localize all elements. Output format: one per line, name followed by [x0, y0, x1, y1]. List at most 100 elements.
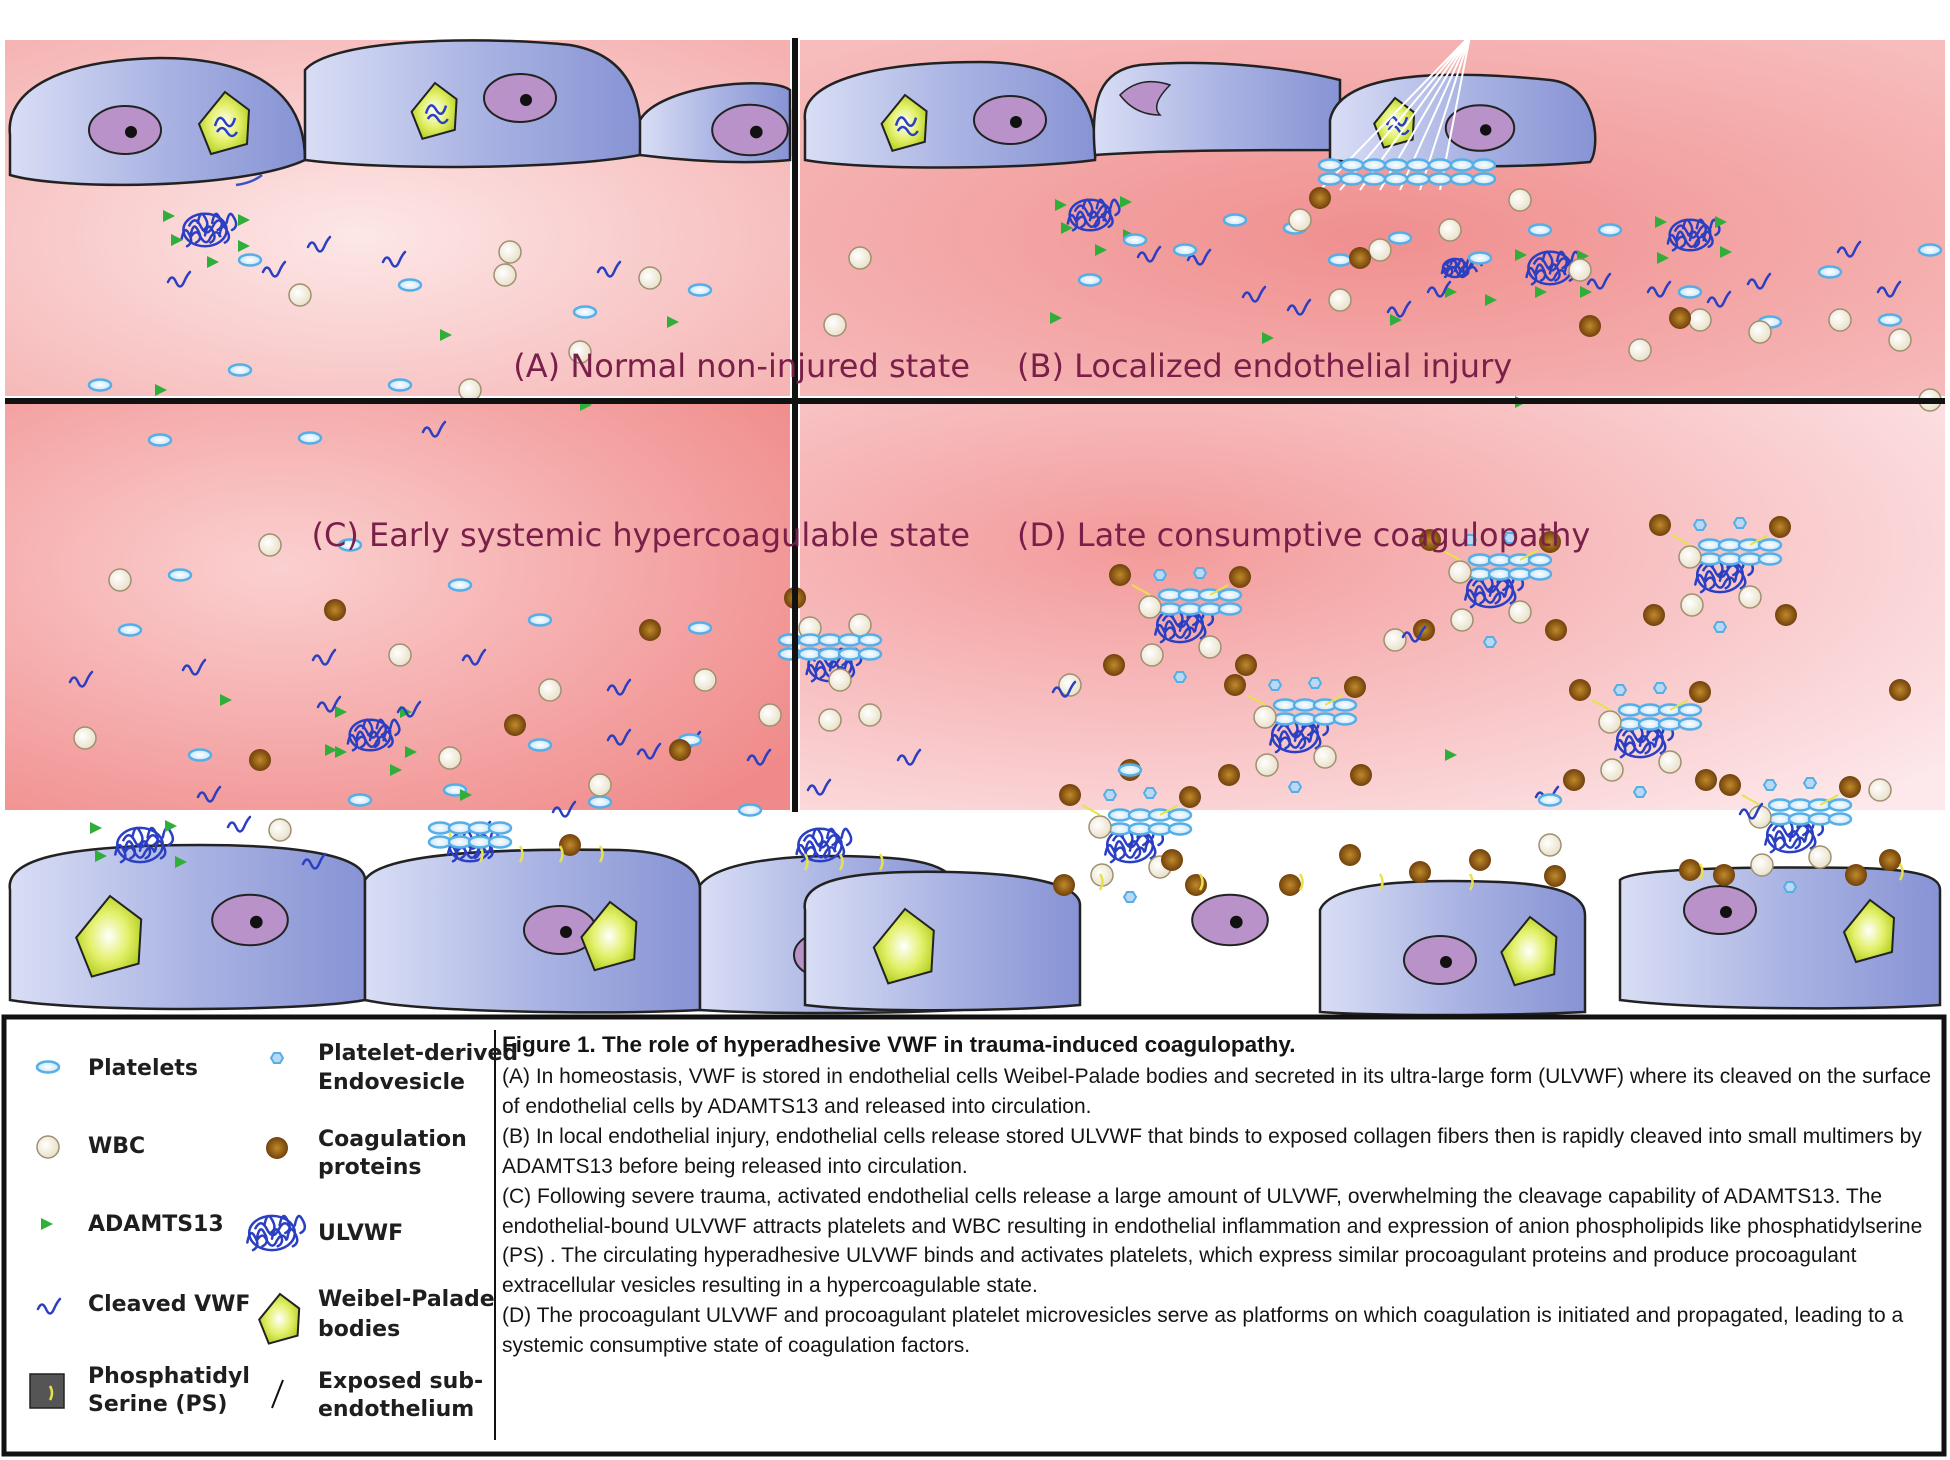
- coagulation-protein: [1563, 769, 1585, 791]
- platelet: [1717, 552, 1743, 566]
- coagulation-protein: [1179, 786, 1201, 808]
- adamts13-marker: [1055, 199, 1067, 211]
- cell-nucleus: [1444, 104, 1516, 152]
- platelet: [1172, 243, 1198, 257]
- endovesicle: [1502, 532, 1518, 544]
- platelet: [1637, 703, 1663, 717]
- endovesicle: [1267, 679, 1283, 691]
- endovesicle: [1692, 519, 1708, 531]
- ulvwf-multimer: [1113, 846, 1146, 859]
- phosphatidylserine: [1159, 804, 1179, 816]
- coagulation-protein: [1279, 874, 1301, 896]
- platelet: [587, 795, 613, 809]
- phosphatidylserine: [838, 853, 844, 871]
- phosphatidylserine: [1198, 873, 1204, 891]
- cleaved-vwf: [261, 260, 287, 278]
- wbc-cell: [1808, 845, 1832, 869]
- phosphatidylserine: [558, 845, 564, 863]
- wbc-cell: [1088, 815, 1112, 839]
- platelet: [1107, 808, 1133, 822]
- cleaved-vwf: [1646, 280, 1672, 298]
- ulvwf-multimer: [1668, 218, 1712, 252]
- wbc-cell: [1288, 208, 1312, 232]
- stored-ulvwf: [894, 116, 919, 137]
- wbc-cell: [1738, 585, 1762, 609]
- adamts13-marker: [95, 850, 107, 862]
- ulvwf-multimer: [247, 1214, 297, 1252]
- wbc-cell: [268, 818, 292, 842]
- wbc-cell: [1600, 758, 1624, 782]
- phosphatidylserine: [1671, 534, 1691, 546]
- phosphatidylserine: [1298, 873, 1304, 891]
- cleaved-vwf: [1386, 300, 1412, 318]
- weibel-palade-body: [872, 907, 935, 985]
- coagulation-protein: [1839, 776, 1861, 798]
- ulvwf-multimer: [1673, 224, 1712, 239]
- cleaved-vwf: [1586, 272, 1612, 290]
- endovesicle: [1782, 881, 1798, 893]
- phosphatidylserine: [1669, 699, 1689, 711]
- weibel-palade-body: [880, 93, 928, 153]
- platelet: [1471, 172, 1497, 186]
- phosphatidylserine: [803, 853, 809, 871]
- adamts13-marker: [238, 240, 250, 252]
- wbc-cell: [638, 266, 662, 290]
- adamts13-marker: [1715, 216, 1727, 228]
- platelet: [337, 538, 363, 552]
- platelet: [1427, 158, 1453, 172]
- panel-label-d: (D) Late consumptive coagulopathy: [1017, 516, 1590, 554]
- cleaved-vwf: [301, 852, 327, 870]
- ulvwf-multimer: [802, 834, 841, 849]
- cell-nucleolus: [520, 94, 532, 106]
- platelet: [1697, 552, 1723, 566]
- cleaved-vwf: [806, 778, 832, 796]
- cell-nucleolus: [750, 125, 763, 139]
- platelet: [857, 633, 883, 647]
- wbc-cell: [1748, 320, 1772, 344]
- legend-label-exposed-2: endothelium: [318, 1397, 474, 1422]
- platelet: [1467, 251, 1493, 265]
- wbc-cell: [828, 668, 852, 692]
- wbc-cell: [1508, 600, 1532, 624]
- cleaved-vwf: [896, 748, 922, 766]
- cleaved-vwf: [166, 270, 192, 288]
- wbc-cell: [693, 668, 717, 692]
- wbc-cell: [258, 533, 282, 557]
- wbc-cell: [1198, 635, 1222, 659]
- wbc-cell: [1058, 673, 1082, 697]
- platelet: [687, 621, 713, 635]
- wbc-cell: [823, 313, 847, 337]
- cleaved-vwf: [1836, 240, 1862, 258]
- adamts13-marker: [1657, 252, 1669, 264]
- cell-nucleolus: [125, 126, 137, 138]
- platelet: [237, 253, 263, 267]
- platelet: [1917, 243, 1943, 257]
- coagulation-protein: [1643, 604, 1665, 626]
- endovesicle: [1802, 777, 1818, 789]
- cell-nucleus: [1683, 885, 1757, 935]
- cell-nucleus: [711, 103, 789, 157]
- platelet: [1383, 172, 1409, 186]
- adamts13-marker: [1262, 332, 1274, 344]
- phosphatidylserine: [598, 845, 604, 863]
- phosphatidylserine: [1698, 863, 1704, 881]
- cleaved-vwf: [606, 678, 632, 696]
- adamts13-marker: [90, 822, 102, 834]
- wbc-cell: [1750, 853, 1774, 877]
- wbc-cell: [1828, 308, 1852, 332]
- platelet: [117, 623, 143, 637]
- wbc-cell: [288, 283, 312, 307]
- wbc-cell: [818, 708, 842, 732]
- platelet: [1757, 538, 1783, 552]
- ulvwf-multimer: [121, 833, 161, 849]
- vessel-panel-d: [800, 404, 1945, 810]
- wbc-cell: [1313, 745, 1337, 769]
- platelet: [447, 835, 473, 849]
- platelet: [1471, 158, 1497, 172]
- platelet: [1877, 313, 1903, 327]
- coagulation-protein: [1235, 654, 1257, 676]
- platelet: [147, 433, 173, 447]
- coagulation-protein: [324, 599, 346, 621]
- adamts13-marker: [1485, 294, 1497, 306]
- platelet: [1332, 712, 1358, 726]
